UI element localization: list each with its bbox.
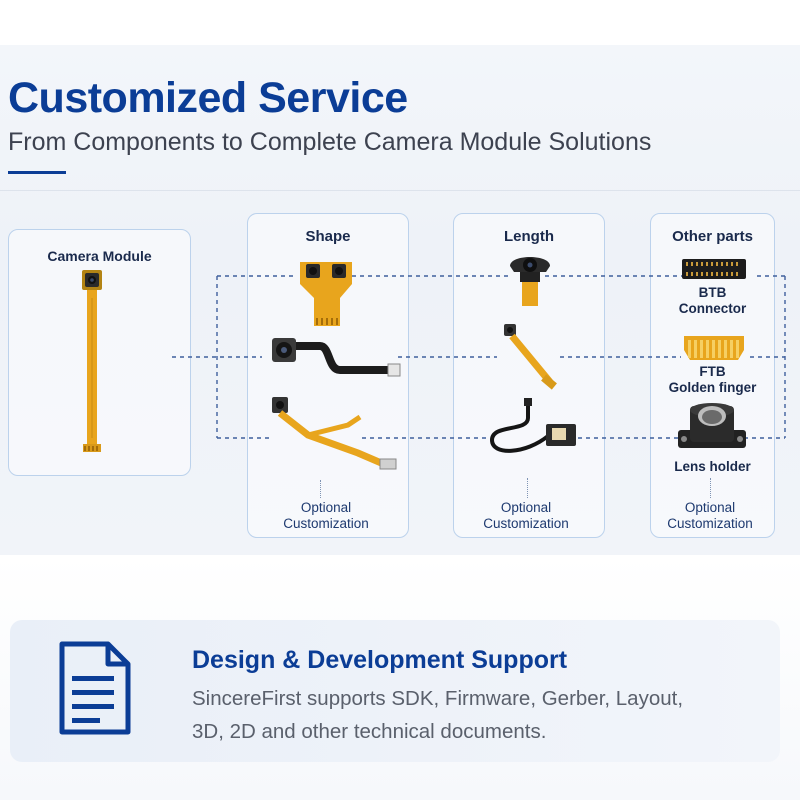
shape-optional-line2: Customization <box>283 516 369 531</box>
ftb-label-line2: Golden finger <box>668 380 757 395</box>
lens-holder-image <box>678 403 746 448</box>
btb-connector-image <box>682 259 746 279</box>
other-optional-caption: Optional Customization <box>650 500 770 532</box>
shape-optional-tick <box>320 480 321 498</box>
btb-label-line2: Connector <box>678 301 747 316</box>
support-title: Design & Development Support <box>192 646 568 674</box>
diagram-background <box>0 45 800 555</box>
camera-module-label: Camera Module <box>47 248 152 264</box>
btb-label: BTB Connector <box>650 285 775 317</box>
title-underline <box>8 171 66 174</box>
document-icon <box>59 641 131 735</box>
length-heading: Length <box>504 228 554 245</box>
page-subtitle: From Components to Complete Camera Modul… <box>8 128 652 156</box>
support-panel <box>10 620 780 762</box>
bent-flex-camera-image <box>272 397 397 470</box>
other-optional-line2: Customization <box>667 516 753 531</box>
camera-module-image <box>82 270 102 452</box>
cable-camera-image <box>489 398 576 453</box>
shape-optional-caption: Optional Customization <box>247 500 405 532</box>
dual-camera-flex-image <box>300 262 352 326</box>
support-text-line2: 3D, 2D and other technical documents. <box>192 720 547 743</box>
support-text-line1: SincereFirst supports SDK, Firmware, Ger… <box>192 687 684 710</box>
lens-holder-label: Lens holder <box>674 459 751 474</box>
lens-module-image <box>510 257 550 306</box>
length-optional-tick <box>527 478 528 498</box>
shape-optional-line1: Optional <box>300 500 352 515</box>
slanted-flex-camera-image <box>504 324 557 390</box>
ftb-golden-finger-image <box>684 336 744 360</box>
length-optional-line2: Customization <box>483 516 569 531</box>
other-optional-tick <box>710 478 711 498</box>
shape-heading: Shape <box>305 228 351 245</box>
section-divider <box>0 190 800 191</box>
ftb-label-line1: FTB <box>699 364 726 379</box>
connector-lines <box>172 275 786 439</box>
page-title: Customized Service <box>8 74 408 122</box>
other-optional-line1: Optional <box>684 500 736 515</box>
length-optional-line1: Optional <box>500 500 552 515</box>
curved-flex-camera-image <box>272 338 401 377</box>
length-optional-caption: Optional Customization <box>453 500 599 532</box>
ftb-label: FTB Golden finger <box>650 364 775 396</box>
top-band <box>0 0 800 45</box>
btb-label-line1: BTB <box>698 285 727 300</box>
other-parts-heading: Other parts <box>672 228 753 245</box>
